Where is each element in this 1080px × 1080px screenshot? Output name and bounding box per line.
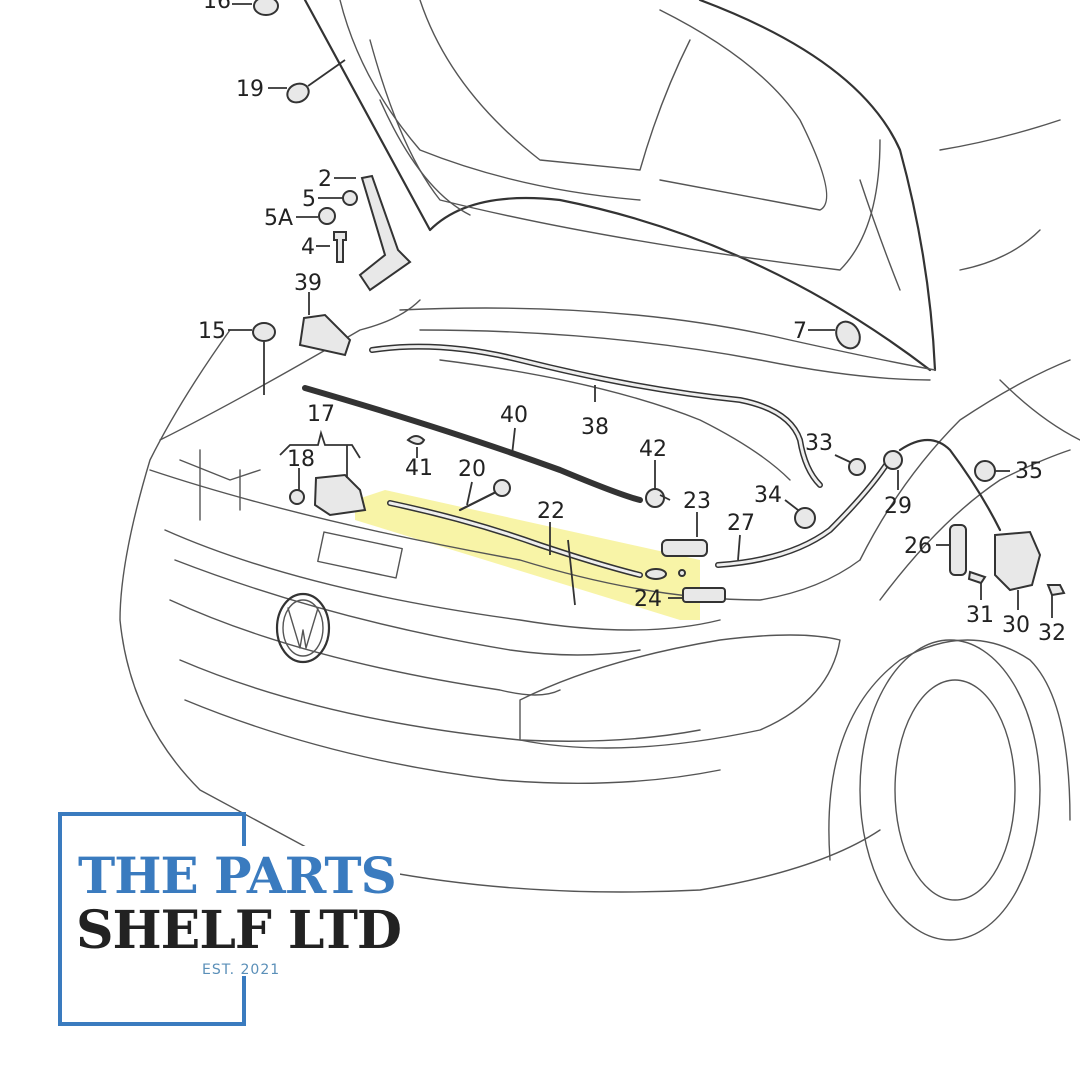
logo-line1: THE PARTS (78, 846, 400, 905)
company-logo: THE PARTS SHELF LTD EST. 2021 (58, 812, 418, 1026)
callout-32: 32 (1038, 621, 1066, 646)
callout-23: 23 (683, 489, 711, 514)
logo-frame-segment (242, 976, 246, 1022)
part-5a (318, 207, 336, 225)
callout-26: 26 (904, 534, 932, 559)
callout-40: 40 (500, 403, 528, 428)
logo-frame (58, 812, 246, 1026)
callout-2: 2 (318, 167, 332, 192)
callout-33: 33 (805, 431, 833, 456)
callout-22: 22 (537, 499, 565, 524)
part-19 (286, 82, 310, 104)
part-15 (252, 322, 276, 342)
callout-34: 34 (754, 483, 782, 508)
part-34 (794, 507, 816, 529)
leader-lines (228, 3, 1053, 618)
bonnet-outline (303, 0, 937, 372)
part-31 (967, 570, 987, 585)
callout-4: 4 (301, 235, 315, 260)
part-24 (682, 587, 726, 603)
callout-39: 39 (294, 271, 322, 296)
part-26 (949, 524, 967, 576)
part-35 (974, 460, 996, 482)
part-41-clip (406, 435, 426, 445)
part-23 (661, 539, 708, 557)
part-32 (1046, 584, 1066, 597)
callout-17: 17 (307, 402, 335, 427)
highlight-part-22 (355, 490, 700, 620)
part-17-lock (313, 473, 367, 517)
callout-18: 18 (287, 447, 315, 472)
part-42 (645, 488, 665, 508)
part-7 (835, 320, 861, 350)
part-20-bolt (458, 488, 502, 512)
car-body-outline (119, 119, 1080, 941)
callout-20: 20 (458, 457, 486, 482)
callout-42: 42 (639, 437, 667, 462)
callout-7: 7 (793, 319, 807, 344)
release-cable (898, 438, 1002, 532)
logo-frame-segment (242, 812, 246, 856)
callout-5: 5 (302, 187, 316, 212)
logo-established: EST. 2021 (202, 962, 281, 978)
callout-30: 30 (1002, 613, 1030, 638)
part-16 (253, 0, 279, 16)
vw-emblem (275, 592, 331, 664)
callout-35: 35 (1015, 459, 1043, 484)
part-30-latch (994, 530, 1042, 592)
part-39 (298, 313, 352, 357)
callout-5a: 5A (264, 206, 293, 231)
part-29 (883, 450, 903, 470)
logo-line2: SHELF LTD (76, 900, 406, 961)
part-40-rod (302, 385, 643, 503)
part-4-bolt (333, 231, 347, 263)
callout-19: 19 (236, 77, 264, 102)
callout-15: 15 (198, 319, 226, 344)
callout-31: 31 (966, 603, 994, 628)
callout-24: 24 (634, 587, 662, 612)
callout-16: 16 (203, 0, 231, 14)
callout-38: 38 (581, 415, 609, 440)
part-33 (848, 458, 866, 476)
callout-29: 29 (884, 494, 912, 519)
callout-27: 27 (727, 511, 755, 536)
callout-labels: 16 19 2 5 5A 4 39 15 7 17 18 40 38 41 20… (198, 0, 1066, 646)
part-2-hinge (358, 174, 412, 292)
parts (252, 0, 1066, 603)
part-5 (342, 190, 358, 206)
callout-41: 41 (405, 456, 433, 481)
part-18 (289, 489, 305, 505)
